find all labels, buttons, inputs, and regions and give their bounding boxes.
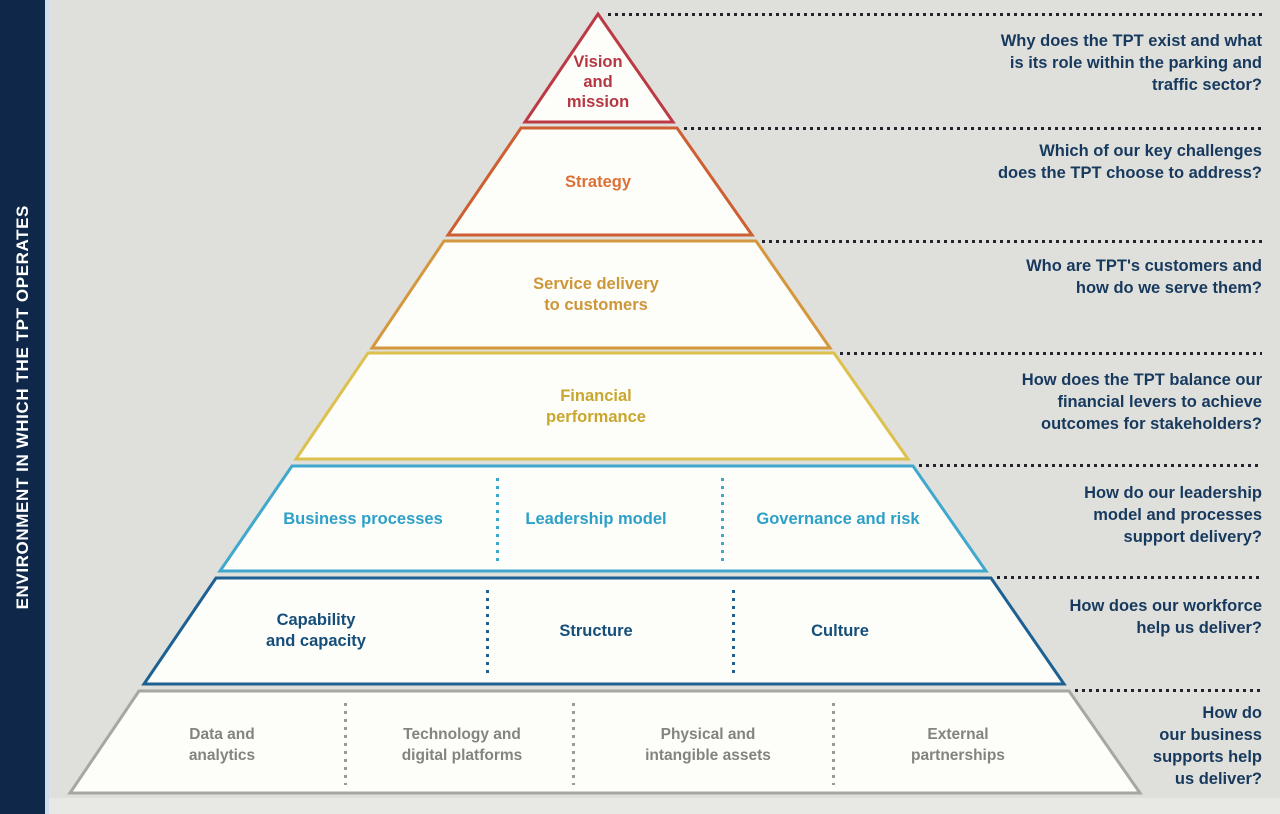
level-shape-processes bbox=[217, 464, 989, 573]
segment-label-structure: Structure bbox=[559, 621, 633, 640]
leader-line-3 bbox=[762, 240, 1262, 243]
level-label-strategy: Strategy bbox=[564, 172, 632, 191]
segment-label-culture: Culture bbox=[811, 621, 869, 640]
leader-line-5 bbox=[919, 464, 1262, 467]
question-vision-mission: Why does the TPT exist and what is its r… bbox=[1000, 32, 1262, 94]
segment-divider bbox=[732, 590, 735, 674]
environment-sidebar: ENVIRONMENT IN WHICH THE TPT OPERATES bbox=[0, 0, 49, 814]
leader-line-6 bbox=[997, 576, 1262, 579]
segment-label-external-partnerships: External partnerships bbox=[911, 726, 1005, 764]
level-shape-strategy bbox=[445, 126, 755, 237]
segment-divider bbox=[344, 703, 347, 785]
question-financial: How does the TPT balance our financial l… bbox=[1021, 371, 1262, 433]
segment-divider bbox=[572, 703, 575, 785]
segment-label-governance-risk: Governance and risk bbox=[756, 509, 920, 528]
leader-line-2 bbox=[684, 127, 1262, 130]
segment-label-capability-capacity: Capability and capacity bbox=[266, 611, 366, 650]
level-shape-workforce bbox=[141, 576, 1067, 686]
question-service-delivery: Who are TPT's customers and how do we se… bbox=[1026, 257, 1262, 297]
segment-label-data-analytics: Data and analytics bbox=[188, 726, 256, 764]
level-label-vision-mission: Vision and mission bbox=[566, 53, 630, 111]
leader-line-7 bbox=[1075, 689, 1262, 692]
segment-divider bbox=[496, 478, 499, 562]
question-business-supports: How do our business supports help us del… bbox=[1152, 704, 1262, 788]
segment-divider bbox=[832, 703, 835, 785]
segment-label-physical-assets: Physical and intangible assets bbox=[645, 726, 771, 764]
level-label-financial: Financial performance bbox=[546, 387, 646, 426]
question-workforce: How does our workforce help us deliver? bbox=[1069, 597, 1262, 637]
segment-label-business-processes: Business processes bbox=[283, 509, 443, 528]
segment-label-technology-platforms: Technology and digital platforms bbox=[401, 726, 523, 764]
question-strategy: Which of our key challenges does the TPT… bbox=[997, 142, 1262, 182]
level-label-service-delivery: Service delivery to customers bbox=[533, 275, 659, 314]
bottom-strip bbox=[49, 798, 1280, 814]
level-shape-financial bbox=[293, 351, 911, 461]
leader-line-1 bbox=[608, 13, 1262, 16]
segment-divider bbox=[486, 590, 489, 674]
level-shape-business-supports bbox=[67, 689, 1143, 795]
level-shape-vision-mission bbox=[522, 11, 676, 124]
question-leadership: How do our leadership model and processe… bbox=[1084, 484, 1262, 546]
segment-divider bbox=[721, 478, 724, 562]
leader-line-4 bbox=[840, 352, 1262, 355]
segment-label-leadership-model: Leadership model bbox=[525, 509, 667, 528]
level-shape-service-delivery bbox=[369, 239, 833, 350]
